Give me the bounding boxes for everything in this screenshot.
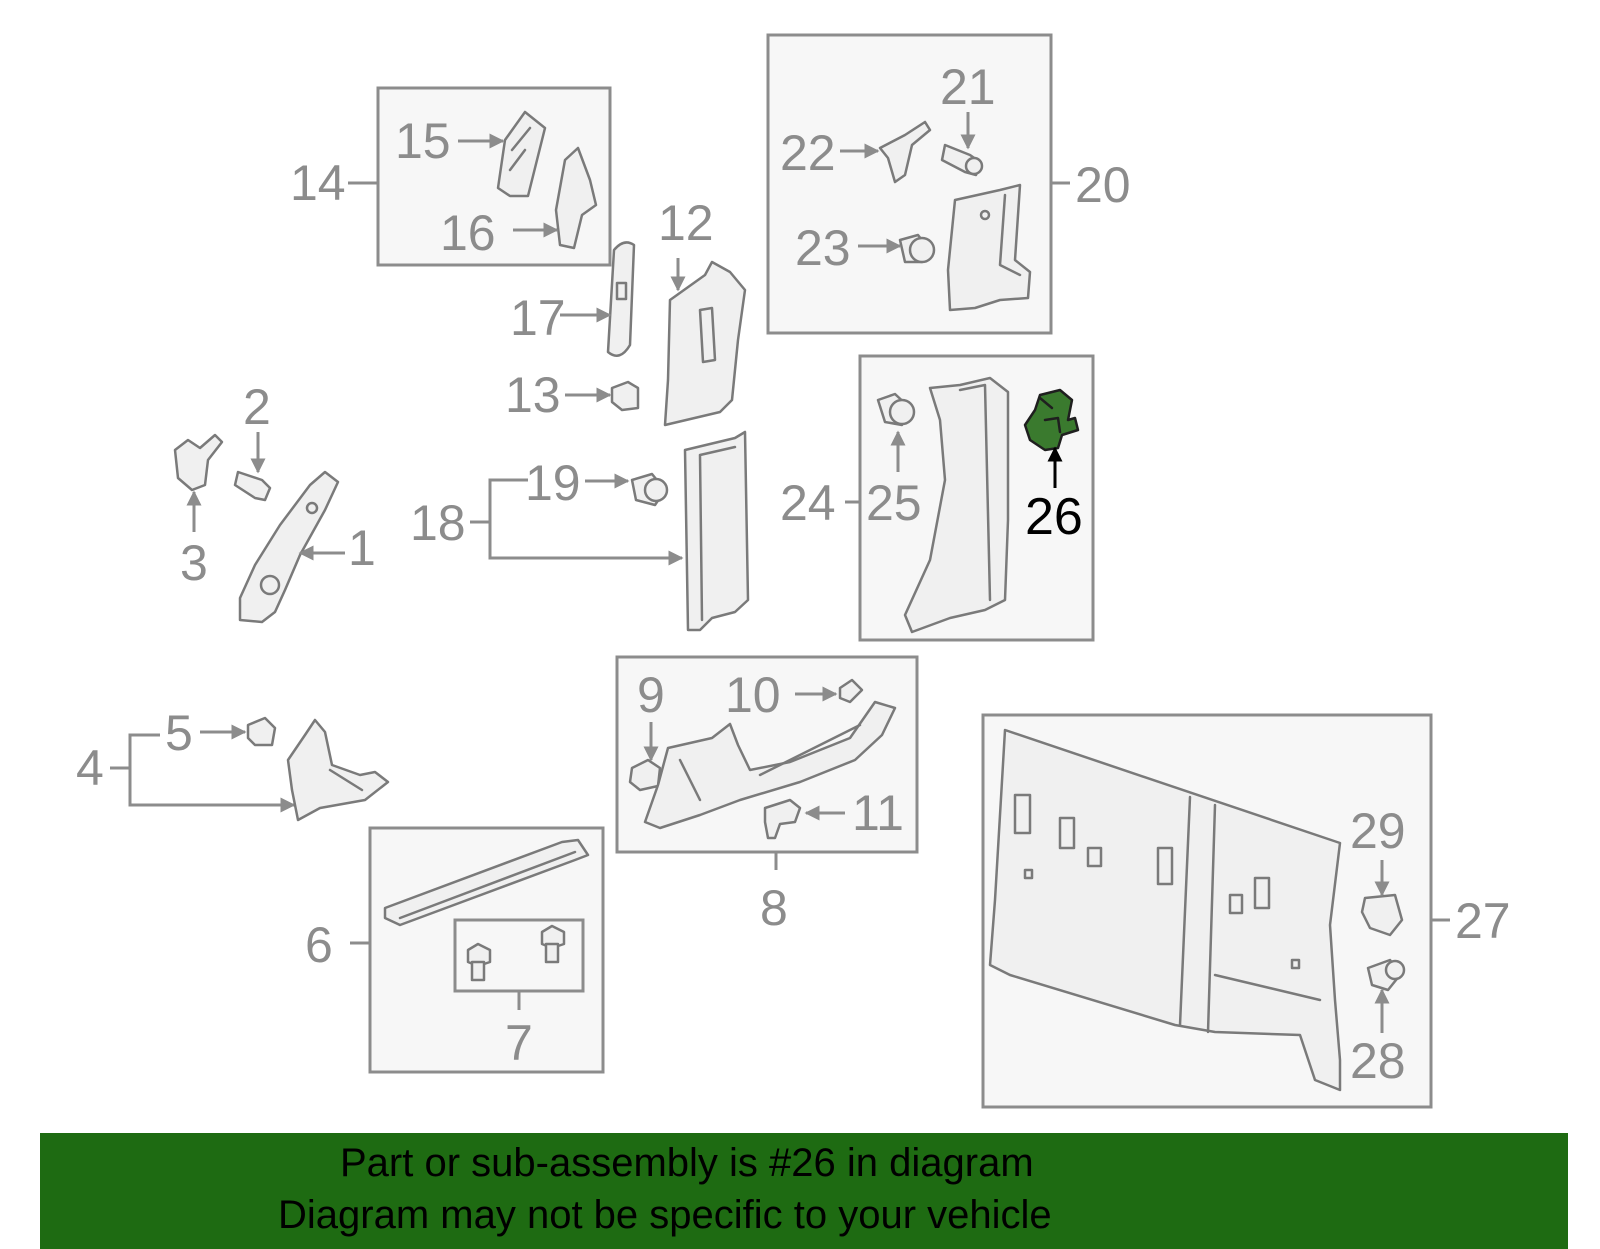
part-13-clip[interactable]	[565, 380, 640, 412]
part-23-push-retainer[interactable]	[858, 233, 936, 264]
part-28-push-retainer[interactable]	[1366, 958, 1406, 1033]
part-29-clip[interactable]	[1360, 860, 1404, 937]
info-banner: Part or sub-assembly is #26 in diagram D…	[40, 1133, 1568, 1249]
part-2-screw[interactable]	[233, 432, 272, 502]
banner-line-1: Part or sub-assembly is #26 in diagram	[340, 1141, 1034, 1185]
part-11-clip[interactable]	[763, 798, 845, 840]
part-3-bracket[interactable]	[173, 433, 224, 532]
callout-17: 17	[510, 290, 566, 346]
part-6-sill-plate[interactable]	[383, 838, 590, 927]
part-19-push-retainer[interactable]	[585, 472, 669, 507]
part-5-clip[interactable]	[200, 716, 277, 747]
part-25-push-retainer[interactable]	[876, 392, 916, 472]
part-1-a-pillar-trim[interactable]	[238, 470, 345, 624]
callout-9: 9	[637, 667, 665, 723]
callout-1: 1	[348, 520, 376, 576]
callout-6: 6	[305, 917, 333, 973]
part-10-clip[interactable]	[795, 678, 864, 704]
part-15-grab-handle[interactable]	[458, 110, 547, 198]
callout-26: 26	[1025, 488, 1083, 546]
callout-11: 11	[852, 785, 904, 841]
callout-15: 15	[395, 113, 451, 169]
callout-22: 22	[780, 125, 836, 181]
callout-21: 21	[940, 59, 996, 115]
callout-8: 8	[760, 880, 788, 936]
callout-28: 28	[1350, 1033, 1406, 1089]
callout-4: 4	[76, 740, 104, 796]
part-8-scuff-plate[interactable]	[643, 700, 897, 830]
callout-14: 14	[290, 155, 346, 211]
callout-27: 27	[1455, 893, 1511, 949]
part-27-rear-panel[interactable]	[988, 728, 1342, 1092]
callout-3: 3	[180, 535, 208, 591]
callout-7: 7	[505, 1015, 533, 1071]
callout-19: 19	[525, 455, 581, 511]
part-21-pin[interactable]	[940, 112, 984, 177]
callout-2: 2	[243, 379, 271, 435]
part-24-c-pillar-trim[interactable]	[903, 376, 1010, 634]
callout-13: 13	[505, 367, 561, 423]
part-17-trim-strip[interactable]	[560, 241, 636, 357]
part-12-b-pillar-upper[interactable]	[663, 258, 747, 427]
bracket-18	[470, 478, 684, 566]
part-4-kick-panel[interactable]	[286, 718, 390, 822]
callout-10: 10	[725, 667, 781, 723]
bracket-4	[110, 733, 296, 813]
part-18-b-pillar-lower[interactable]	[683, 430, 750, 632]
callout-25: 25	[866, 475, 922, 531]
part-26-bracket-highlighted[interactable]	[1023, 388, 1080, 488]
callout-5: 5	[165, 705, 193, 761]
callout-29: 29	[1350, 803, 1406, 859]
part-7-bolts[interactable]	[466, 924, 566, 982]
callout-12: 12	[658, 195, 714, 251]
callout-24: 24	[780, 475, 836, 531]
part-16-handle-bracket[interactable]	[513, 146, 598, 250]
part-22-clip[interactable]	[840, 120, 932, 184]
callout-20: 20	[1075, 157, 1131, 213]
part-20-pillar-trim-upper[interactable]	[946, 183, 1032, 312]
callout-18: 18	[410, 495, 466, 551]
banner-line-2: Diagram may not be specific to your vehi…	[278, 1193, 1052, 1237]
callout-23: 23	[795, 220, 851, 276]
callout-16: 16	[440, 205, 496, 261]
